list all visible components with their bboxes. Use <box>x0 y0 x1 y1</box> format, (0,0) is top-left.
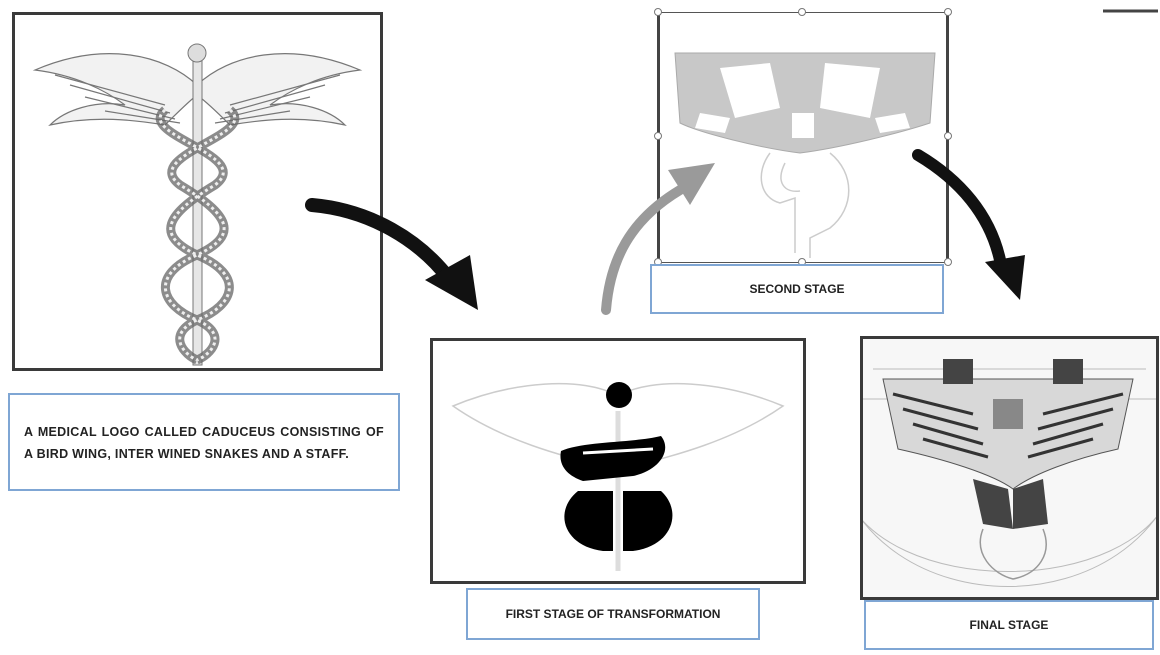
resize-handle[interactable] <box>654 132 662 140</box>
caduceus-drawing <box>15 15 380 368</box>
resize-handle[interactable] <box>654 8 662 16</box>
first-stage-caption: FIRST STAGE OF TRANSFORMATION <box>466 588 760 640</box>
final-stage-image <box>860 336 1159 600</box>
resize-handle[interactable] <box>798 8 806 16</box>
resize-handle[interactable] <box>944 132 952 140</box>
first-stage-image <box>430 338 806 584</box>
final-stage-drawing <box>863 339 1156 597</box>
final-stage-caption: FINAL STAGE <box>864 600 1154 650</box>
second-stage-image <box>657 12 949 263</box>
caduceus-caption: A MEDICAL LOGO CALLED CADUCEUS CONSISTIN… <box>8 393 400 491</box>
second-stage-drawing <box>660 13 946 262</box>
first-stage-drawing <box>433 341 803 581</box>
resize-handle[interactable] <box>944 8 952 16</box>
second-stage-caption: SECOND STAGE <box>650 264 944 314</box>
resize-handle[interactable] <box>944 258 952 266</box>
caduceus-image <box>12 12 383 371</box>
